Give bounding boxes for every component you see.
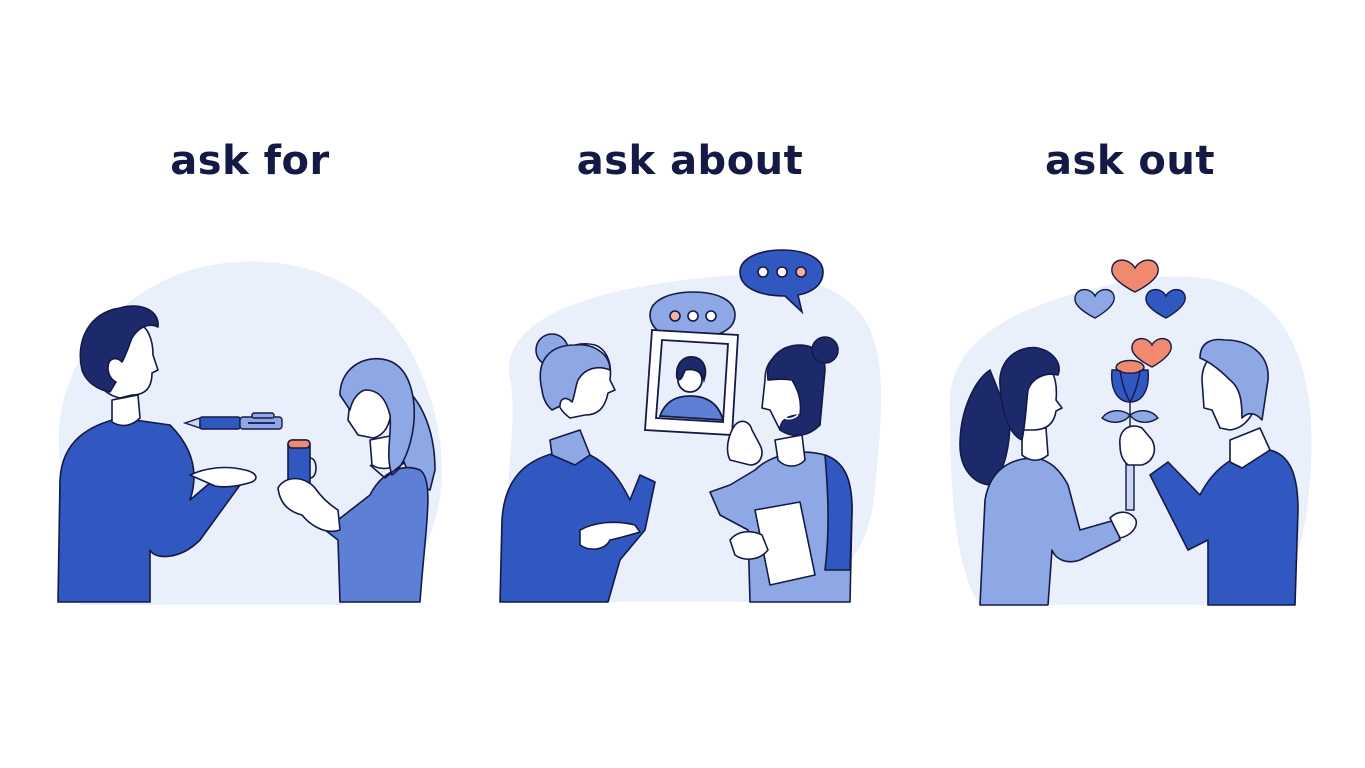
heart-icon <box>1074 289 1115 319</box>
panel-ask-for: ask for <box>40 0 460 768</box>
heart-icon <box>1145 289 1186 319</box>
panel-ask-about: ask about <box>480 0 900 768</box>
panel-title: ask for <box>170 138 330 184</box>
panel-title: ask about <box>576 138 804 184</box>
photo-frame-icon <box>644 329 739 436</box>
marker-icon <box>287 439 317 489</box>
man-figure <box>1119 338 1299 606</box>
woman-figure <box>959 346 1138 606</box>
bearded-man-figure <box>709 336 853 603</box>
heart-icon <box>1131 338 1172 368</box>
ask-about-illustration <box>499 249 882 603</box>
speech-bubble-icon <box>739 249 824 315</box>
pen-icon <box>182 412 283 430</box>
woman-figure <box>277 357 436 603</box>
paper-icon <box>754 501 816 586</box>
woman-figure <box>499 333 656 603</box>
man-figure <box>57 305 257 603</box>
ask-out-illustration <box>949 259 1312 606</box>
panel-ask-out: ask out <box>930 0 1330 768</box>
panel-title: ask out <box>1045 138 1215 184</box>
ask-for-illustration <box>57 261 442 605</box>
heart-icon <box>1111 259 1159 293</box>
